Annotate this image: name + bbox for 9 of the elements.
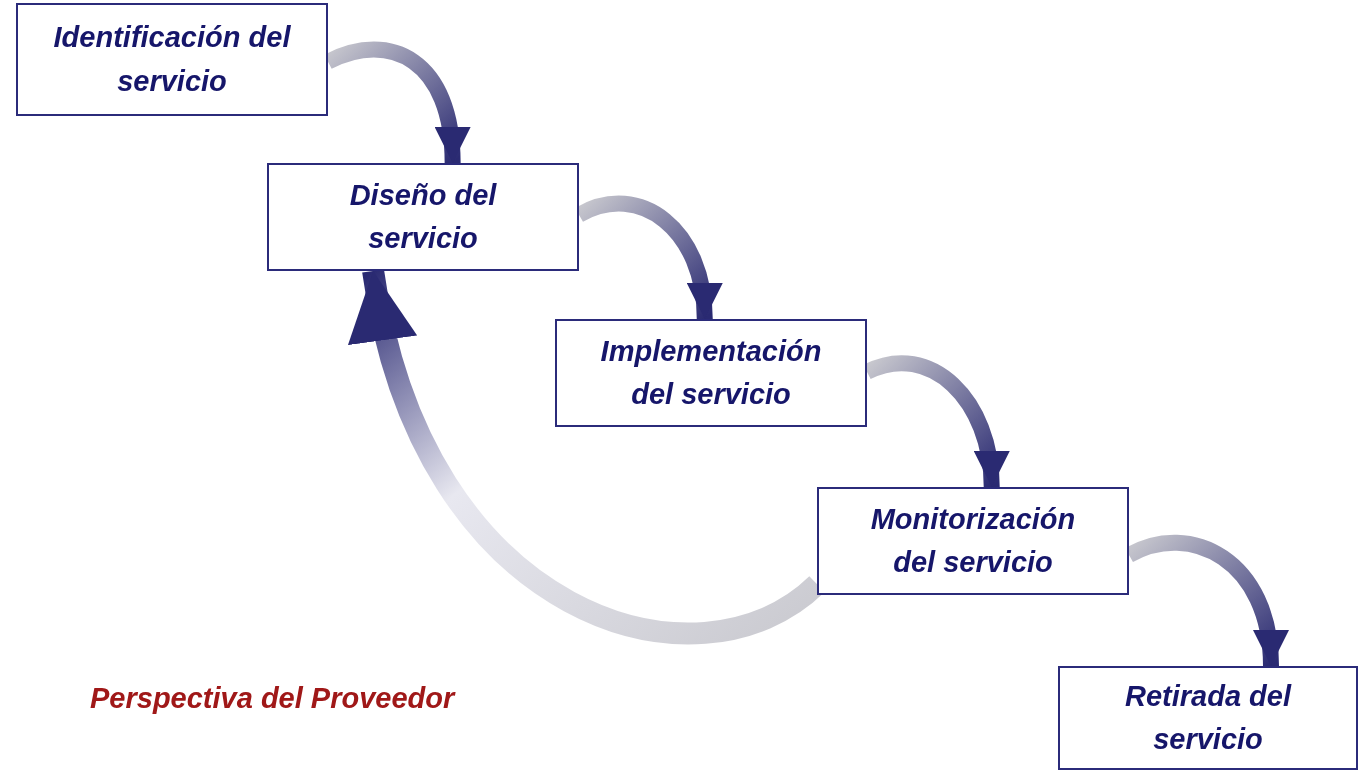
process-box: [16, 3, 328, 116]
perspective-caption: Perspectiva del Proveedor: [90, 682, 455, 715]
process-box: [267, 163, 579, 271]
step-label: Identificación del servicio: [52, 20, 292, 99]
process-box: [817, 487, 1129, 595]
process-box: [1058, 666, 1358, 770]
step-label: Monitorización del servicio: [869, 501, 1077, 580]
step-label: Retirada del servicio: [1124, 678, 1293, 757]
step-label: Diseño del servicio: [348, 177, 498, 256]
